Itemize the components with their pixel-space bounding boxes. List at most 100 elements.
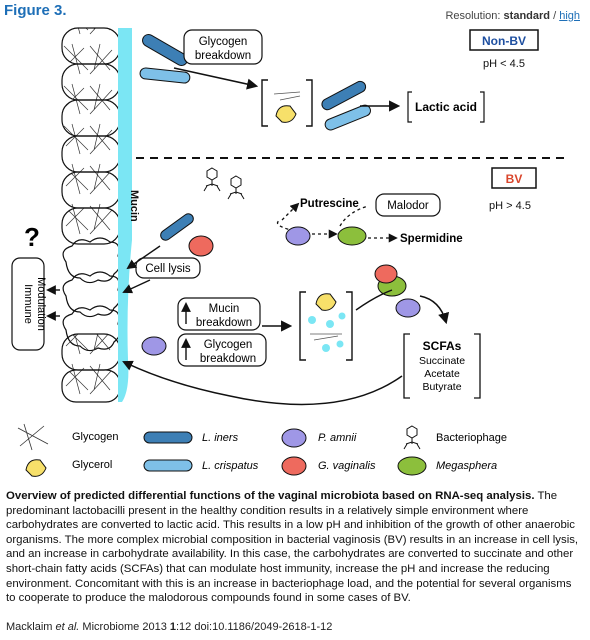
question-mark: ? — [24, 222, 40, 252]
legend-megasphera-label: Megasphera — [436, 460, 497, 472]
l-iners-bacterium — [142, 34, 188, 66]
arrow-cell-lysis — [126, 245, 161, 270]
arrow-to-putrescine — [281, 202, 300, 221]
sugar-molecule — [308, 316, 316, 324]
resolution-label: Resolution: — [445, 10, 501, 22]
cell-lysis-label: Cell lysis — [145, 263, 191, 275]
glycogen-breakdown-box-bv — [177, 333, 267, 367]
citation-etal: et al. — [55, 621, 80, 633]
legend-glycogen-icon — [17, 423, 49, 451]
sugar-molecule — [338, 312, 346, 320]
legend-glycerol-icon — [25, 459, 47, 477]
citation-authors: Macklaim — [6, 621, 56, 633]
glycogen-strand — [273, 91, 301, 95]
malodor-box — [375, 193, 441, 217]
bracket-left-bv — [299, 291, 306, 361]
legend-p-amnii-label: P. amnii — [318, 432, 357, 444]
dashed-link — [276, 219, 301, 233]
l-iners-bacterium — [321, 80, 367, 111]
legend-l-iners-label: L. iners — [202, 432, 239, 444]
figure-caption: Overview of predicted differential funct… — [6, 489, 584, 606]
mucin-breakdown-box — [177, 297, 261, 331]
bacteriophage-icon — [227, 175, 245, 200]
epithelial-cell — [61, 63, 121, 101]
arrow-to-scfa — [355, 289, 393, 311]
resolution-separator: / — [553, 10, 557, 22]
p-amnii-cell — [395, 298, 421, 318]
mucin-label: Mucin — [128, 190, 140, 222]
high-resolution-link[interactable]: high — [559, 10, 580, 22]
legend-bacteriophage-label: Bacteriophage — [436, 432, 507, 444]
malodor-label: Malodor — [387, 200, 429, 212]
p-amnii-cell — [285, 226, 311, 246]
legend-l-crispatus-label: L. crispatus — [202, 460, 259, 472]
legend-glycogen-label: Glycogen — [72, 431, 118, 443]
legend: Glycogen Glycerol L. iners L. crispatus … — [17, 423, 507, 477]
megasphera-cell — [337, 226, 367, 246]
epithelial-cell — [61, 27, 121, 65]
non-bv-box — [469, 29, 539, 51]
citation-year: 2013 — [139, 621, 170, 633]
legend-g-vaginalis-icon — [281, 456, 307, 476]
arrow-cell-lysis — [122, 279, 151, 294]
legend-megasphera-icon — [397, 456, 427, 476]
bv-box — [491, 167, 537, 189]
mucin-breakdown-line2: breakdown — [196, 317, 252, 329]
arrow-scfa-to-immune — [122, 360, 403, 406]
g-vaginalis-cell — [188, 235, 214, 257]
epithelial-cell — [61, 99, 121, 137]
resolution-selector: Resolution: standard / high — [445, 10, 580, 22]
glycogen-breakdown-box-top — [183, 29, 263, 65]
epithelial-cell — [61, 369, 121, 403]
spermidine-label: Spermidine — [400, 233, 463, 245]
scfa-acetate: Acetate — [424, 368, 460, 380]
bacteriophage-icon — [203, 167, 221, 192]
sugar-molecule — [336, 340, 344, 348]
glycogen-strand — [313, 335, 339, 341]
legend-l-crispatus-icon — [143, 459, 193, 472]
citation-doi[interactable]: doi:10.1186/2049-2618-1-12 — [191, 621, 333, 633]
l-crispatus-bacterium — [139, 67, 191, 84]
non-bv-label: Non-BV — [482, 34, 526, 48]
figure-title: Figure 3. — [4, 2, 67, 19]
citation: Macklaim et al. Microbiome 2013 1:12 doi… — [6, 621, 332, 633]
scfa-butyrate: Butyrate — [422, 381, 461, 393]
citation-issue: :12 — [176, 621, 192, 633]
resolution-current: standard — [503, 10, 551, 22]
glycerol-molecule — [275, 105, 297, 123]
scfa-succinate: Succinate — [419, 355, 465, 367]
epithelial-cell — [61, 207, 121, 245]
legend-bacteriophage-icon — [403, 425, 421, 450]
l-iners-bacterium — [160, 213, 194, 241]
scfa-title: SCFAs — [423, 339, 462, 353]
citation-volume: 1 — [169, 621, 176, 633]
legend-p-amnii-icon — [281, 428, 307, 448]
bracket-left-top — [261, 79, 268, 127]
immune-label-line2: Modulation — [35, 277, 47, 331]
glycogen-breakdown-bv-line1: Glycogen — [204, 339, 253, 351]
glycogen-breakdown-bv-line2: breakdown — [200, 353, 256, 365]
lactic-acid-bracket — [407, 91, 485, 123]
arrow-to-scfa — [419, 295, 450, 325]
epithelial-cell — [61, 171, 121, 209]
mucin-layer — [118, 28, 132, 402]
caption-title: Overview of predicted differential funct… — [6, 490, 535, 502]
lactic-acid-label: Lactic acid — [415, 100, 477, 114]
l-crispatus-bacterium — [324, 104, 371, 131]
legend-l-iners-icon — [143, 431, 193, 444]
bracket-right-top — [306, 79, 313, 127]
immune-modulation-box — [11, 257, 45, 351]
epithelial-cell — [61, 135, 121, 173]
sugar-molecule — [322, 344, 330, 352]
healthy-epithelial-cells — [61, 27, 121, 245]
citation-journal: Microbiome — [79, 621, 140, 633]
glycogen-breakdown-top-line2: breakdown — [195, 50, 251, 62]
epithelial-cell — [61, 333, 121, 371]
dashed-link — [339, 205, 369, 227]
putrescine-label: Putrescine — [300, 198, 359, 210]
p-amnii-cell — [141, 336, 167, 356]
mucin-breakdown-line1: Mucin — [209, 303, 240, 315]
immune-label-line1: Immune — [22, 284, 34, 324]
glycerol-molecule — [315, 293, 337, 311]
bracket-right-bv — [346, 291, 353, 361]
